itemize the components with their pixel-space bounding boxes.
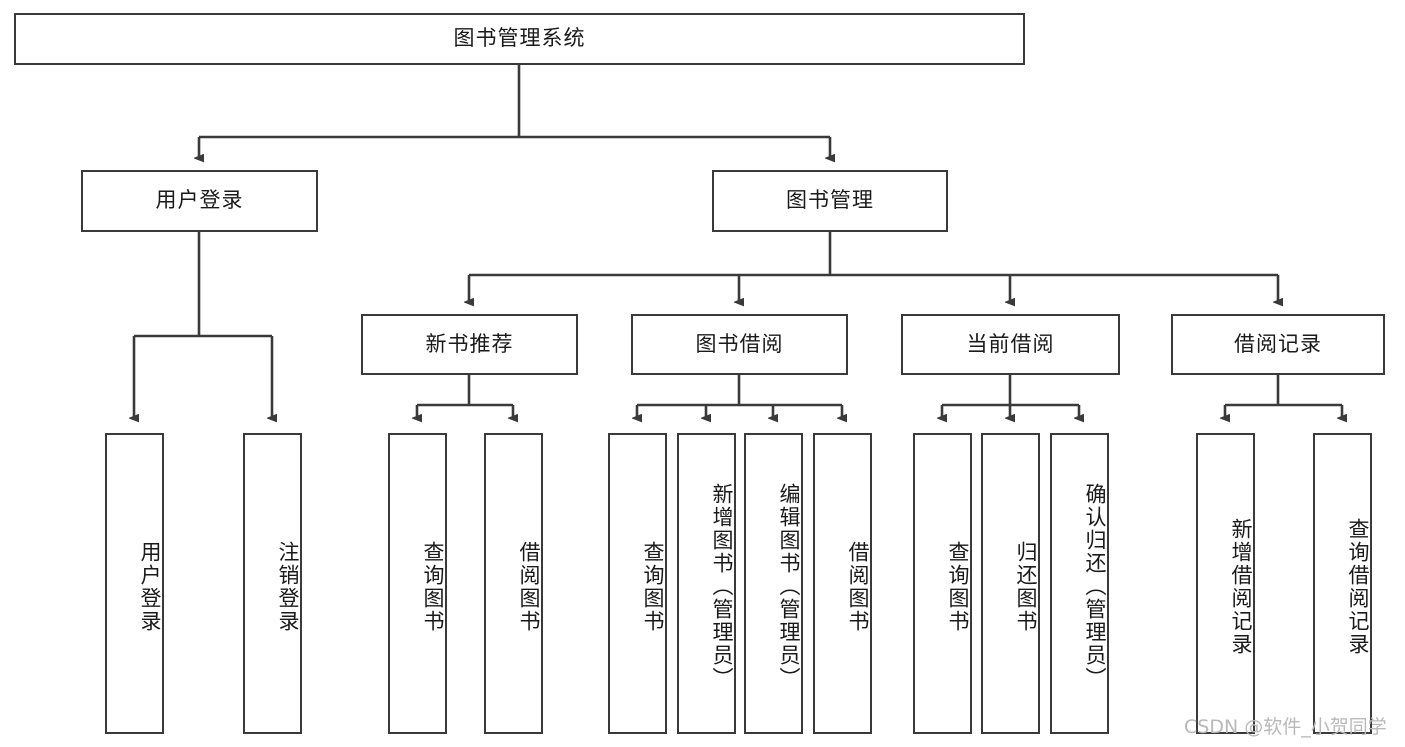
node-label: 用户登录: [138, 540, 162, 633]
leaf-book-borrow-add-book-admin[interactable]: 新增图书（管理员）: [677, 433, 736, 734]
node-label: 查询图书: [641, 540, 665, 633]
node-label: 当前借阅: [966, 331, 1055, 356]
leaf-user-login-login[interactable]: 用户登录: [105, 433, 164, 734]
leaf-book-borrow-edit-book-admin[interactable]: 编辑图书（管理员）: [744, 433, 803, 734]
node-new-book-recommend[interactable]: 新书推荐: [361, 314, 578, 375]
leaf-borrow-record-add-record[interactable]: 新增借阅记录: [1196, 433, 1255, 734]
node-label: 归还图书: [1014, 540, 1038, 633]
leaf-current-borrow-return-book[interactable]: 归还图书: [981, 433, 1040, 734]
node-label: 图书管理: [786, 188, 874, 213]
node-label: 用户登录: [155, 188, 244, 213]
node-label: 借阅记录: [1234, 331, 1322, 356]
node-root-library-management-system[interactable]: 图书管理系统: [14, 13, 1025, 65]
node-label: 查询图书: [946, 540, 970, 633]
leaf-current-borrow-query-book[interactable]: 查询图书: [913, 433, 972, 734]
node-label: 新增借阅记录: [1229, 517, 1253, 656]
node-current-borrow[interactable]: 当前借阅: [901, 314, 1120, 375]
leaf-book-borrow-borrow-book[interactable]: 借阅图书: [813, 433, 872, 734]
node-label: 图书管理系统: [453, 26, 586, 51]
leaf-current-borrow-confirm-return-admin[interactable]: 确认归还（管理员）: [1050, 433, 1109, 734]
node-borrow-record[interactable]: 借阅记录: [1171, 314, 1385, 375]
node-book-borrow[interactable]: 图书借阅: [631, 314, 848, 375]
node-label: 新增图书（管理员）: [710, 483, 734, 690]
node-user-login[interactable]: 用户登录: [81, 170, 318, 232]
node-label: 查询借阅记录: [1346, 517, 1370, 656]
leaf-new-book-borrow-book[interactable]: 借阅图书: [484, 433, 543, 734]
leaf-borrow-record-query-record[interactable]: 查询借阅记录: [1313, 433, 1372, 734]
node-label: 借阅图书: [846, 540, 870, 633]
node-label: 图书借阅: [695, 331, 784, 356]
node-label: 注销登录: [276, 540, 300, 633]
leaf-user-login-logout[interactable]: 注销登录: [243, 433, 302, 734]
leaf-book-borrow-query-book[interactable]: 查询图书: [608, 433, 667, 734]
node-label: 编辑图书（管理员）: [777, 483, 801, 690]
watermark: CSDN @软件_小贺同学: [1184, 716, 1387, 738]
leaf-new-book-query-book[interactable]: 查询图书: [388, 433, 447, 734]
node-label: 新书推荐: [425, 331, 514, 356]
node-book-management[interactable]: 图书管理: [712, 170, 948, 232]
node-label: 确认归还（管理员）: [1083, 483, 1107, 690]
node-label: 查询图书: [421, 540, 445, 633]
node-label: 借阅图书: [517, 540, 541, 633]
